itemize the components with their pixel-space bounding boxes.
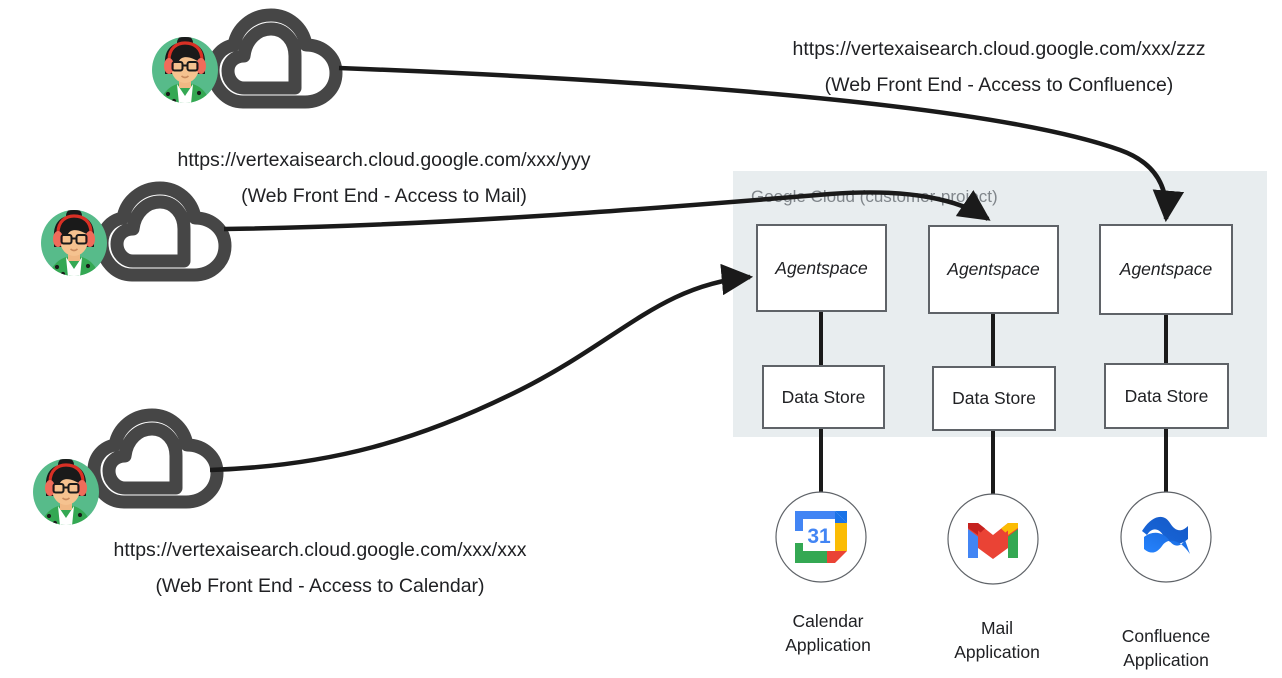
- agentspace-box-1[interactable]: Agentspace: [756, 224, 887, 312]
- google-calendar-icon: 31: [795, 511, 847, 563]
- user3-description-label: (Web Front End - Access to Calendar): [155, 575, 484, 597]
- user-avatar-icon: [152, 37, 218, 103]
- datastore-box-2-label: Data Store: [952, 388, 1036, 408]
- app-node-calendar[interactable]: 31: [775, 491, 867, 583]
- agentspace-box-3[interactable]: Agentspace: [1099, 224, 1233, 315]
- datastore-box-3[interactable]: Data Store: [1104, 363, 1229, 429]
- app-caption-calendar-line1: Calendar: [792, 611, 863, 631]
- arrow-user3-to-agentspace1: [209, 263, 754, 473]
- datastore-box-3-label: Data Store: [1125, 386, 1209, 406]
- app-caption-confluence-line1: Confluence: [1122, 626, 1211, 646]
- calendar-day-number: 31: [807, 525, 831, 548]
- user-node-2[interactable]: [41, 181, 232, 282]
- google-cloud-container-title: Google Cloud (customer-project): [751, 187, 998, 206]
- app-node-mail[interactable]: [947, 493, 1039, 585]
- agentspace-box-2[interactable]: Agentspace: [928, 225, 1059, 314]
- cloud-icon: [95, 181, 232, 282]
- user3-url-label: https://vertexaisearch.cloud.google.com/…: [114, 539, 527, 561]
- agentspace-box-1-label: Agentspace: [774, 258, 868, 278]
- user2-url-label: https://vertexaisearch.cloud.google.com/…: [178, 149, 591, 171]
- user-avatar-icon: [41, 210, 107, 276]
- app-caption-mail-line2: Application: [954, 642, 1040, 662]
- agentspace-box-3-label: Agentspace: [1119, 259, 1213, 279]
- datastore-box-1-label: Data Store: [782, 387, 866, 407]
- cloud-icon: [87, 408, 224, 509]
- arrow-user1-to-agentspace3: [338, 65, 1185, 223]
- app-caption-confluence-line2: Application: [1123, 650, 1209, 670]
- user2-description-label: (Web Front End - Access to Mail): [241, 185, 527, 207]
- arrow-user2-to-agentspace2: [223, 190, 991, 232]
- datastore-box-2[interactable]: Data Store: [932, 366, 1056, 431]
- agentspace-box-2-label: Agentspace: [946, 259, 1040, 279]
- app-node-confluence[interactable]: [1120, 491, 1212, 583]
- confluence-icon: [1142, 516, 1190, 554]
- user1-url-label: https://vertexaisearch.cloud.google.com/…: [793, 38, 1206, 60]
- user-avatar-icon: [33, 459, 99, 525]
- user1-description-label: (Web Front End - Access to Confluence): [825, 74, 1174, 96]
- gmail-icon: [968, 523, 1018, 559]
- app-caption-calendar-line2: Application: [785, 635, 871, 655]
- app-caption-mail-line1: Mail: [981, 618, 1013, 638]
- cloud-icon: [206, 8, 343, 109]
- user-node-3[interactable]: [33, 408, 224, 528]
- user-node-1[interactable]: [152, 8, 343, 109]
- datastore-box-1[interactable]: Data Store: [762, 365, 885, 429]
